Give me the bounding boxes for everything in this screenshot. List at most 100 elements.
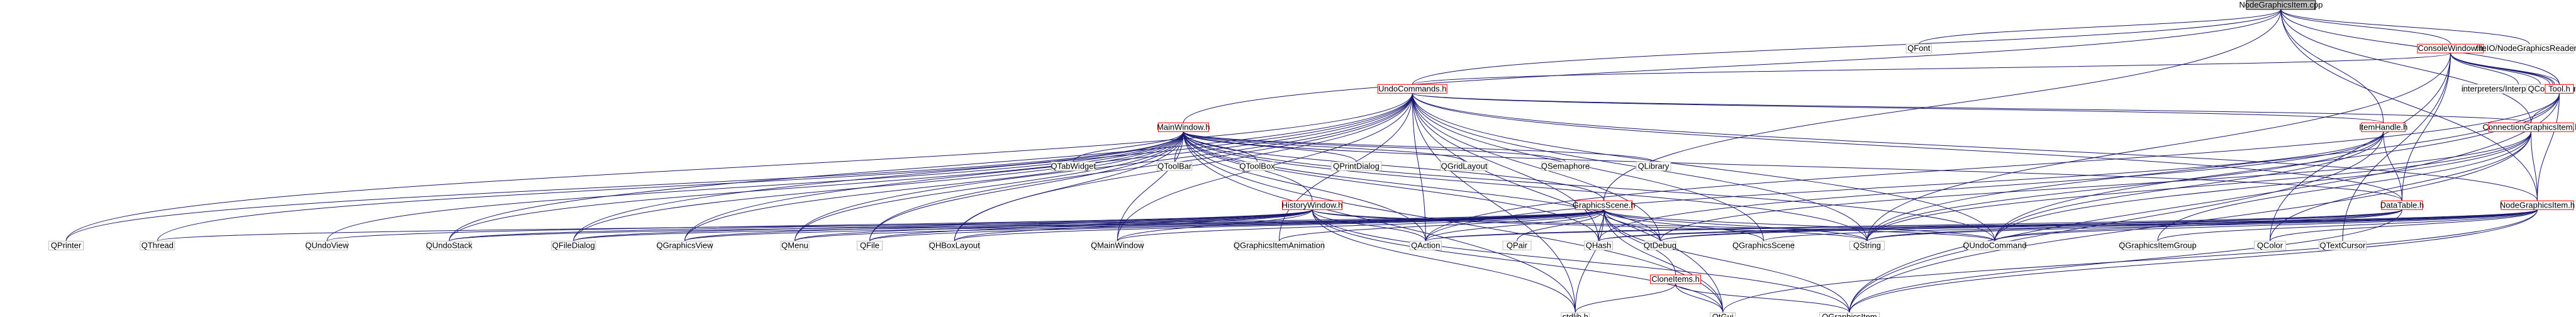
edge-undo-to-nodegi <box>1412 93 2538 201</box>
node-qstring: QString <box>1849 240 1885 250</box>
edge-root-to-console <box>2280 9 2451 45</box>
edge-history-to-qstring <box>1312 209 1868 242</box>
node-box <box>928 240 980 250</box>
edge-undo-to-qfiledialog <box>573 93 1413 242</box>
node-box <box>2246 0 2316 10</box>
node-console[interactable]: ConsoleWindow.h <box>2417 43 2484 53</box>
node-box <box>1644 240 1676 250</box>
edge-tool-to-qstring <box>1866 93 2560 242</box>
node-mainwin[interactable]: MainWindow.h <box>1157 122 1210 132</box>
edge-undo-to-qfile <box>869 93 1413 242</box>
node-box <box>306 240 348 250</box>
node-label: ConnectionGraphicsItem.h <box>2483 122 2576 131</box>
node-itemhandle[interactable]: ItemHandle.h <box>2359 122 2407 132</box>
edge-history-to-qtgui <box>1312 209 1724 313</box>
edge-gscene-to-stdlib <box>1575 209 1605 313</box>
edge-console-to-undo <box>1412 52 2451 85</box>
edge-layer <box>65 9 2560 313</box>
node-label: QGraphicsItemAnimation <box>1234 240 1325 250</box>
node-qfiledialog: QFileDialog <box>551 240 596 250</box>
node-box <box>1409 240 1442 250</box>
edge-root-to-conngi <box>2280 9 2531 123</box>
edge-mainwin-to-gscene <box>1183 131 1605 201</box>
node-qsemaphore: QSemaphore <box>1541 161 1590 171</box>
edge-conngi-to-nodegi <box>2531 131 2538 201</box>
node-qtoolbar: QToolBar <box>1157 161 1193 171</box>
node-box <box>657 240 712 250</box>
node-label: HistoryWindow.h <box>1282 200 1343 209</box>
edge-itemhandle-to-qundocommand <box>1994 131 2384 242</box>
edge-mainwin-to-qprinter <box>65 131 1184 242</box>
node-label: ConsoleWindow.h <box>2417 43 2483 53</box>
node-label: QPrintDialog <box>1333 161 1380 170</box>
edge-mainwin-to-datatable <box>1183 131 2402 201</box>
edge-undo-to-qundostack <box>449 93 1413 242</box>
node-label: QGraphicsScene <box>1732 240 1795 250</box>
edge-gscene-to-qundostack <box>449 209 1605 242</box>
node-box <box>48 240 84 250</box>
edge-undo-to-qtgui <box>1412 93 1724 313</box>
node-datatable[interactable]: DataTable.h <box>2380 200 2424 210</box>
edge-datatable-to-qstring <box>1866 209 2402 242</box>
edge-conngi-to-qstring <box>1866 131 2531 242</box>
node-qhbox: QHBoxLayout <box>928 240 980 250</box>
edge-mainwin-to-qtabwidget <box>1073 131 1184 162</box>
node-label: QString <box>1853 240 1881 250</box>
edge-nodegi-to-qgigroup <box>2157 209 2538 242</box>
edge-itemhandle-to-qhash <box>1598 131 2384 242</box>
edge-gscene-to-qmainwindow <box>1117 209 1605 242</box>
node-qdebug: QtDebug <box>1644 240 1676 250</box>
edge-datatable-to-qaction <box>1425 209 2402 242</box>
node-qundostack: QUndoStack <box>426 240 472 250</box>
edge-root-to-nodegi <box>2280 9 2538 201</box>
node-qaction: QAction <box>1409 240 1442 250</box>
edge-gscene-to-qaction <box>1425 209 1605 242</box>
node-label: QTabWidget <box>1051 161 1096 170</box>
node-clone[interactable]: CloneItems.h <box>1650 274 1701 284</box>
edge-conngi-to-qundocommand <box>1994 131 2531 242</box>
edge-history-to-qgraphicsitem <box>1312 209 1850 313</box>
node-box <box>1849 240 1885 250</box>
edge-mainwin-to-qundoview <box>326 131 1184 242</box>
node-label: QHash <box>1586 240 1611 250</box>
node-box <box>1561 312 1590 317</box>
node-label: Tool.h <box>2548 84 2570 93</box>
node-label: CloneItems.h <box>1651 274 1700 284</box>
node-box <box>1091 240 1143 250</box>
edge-gscene-to-qstring <box>1603 209 1868 242</box>
edge-mainwin-to-qthread <box>157 131 1184 242</box>
node-qundocommand: QUndoCommand <box>1963 240 2027 250</box>
node-gscene[interactable]: GraphicsScene.h <box>1573 200 1636 210</box>
edge-gscene-to-qfiledialog <box>573 209 1605 242</box>
node-label: QGraphicsItemGroup <box>2119 240 2197 250</box>
node-box <box>2361 122 2406 132</box>
node-label: QLibrary <box>1638 161 1670 170</box>
edge-mainwin-to-qmenu <box>795 131 1184 242</box>
node-nodegi[interactable]: NodeGraphicsItem.h <box>2500 200 2575 210</box>
node-qtoolbox: QToolBox <box>1239 161 1275 171</box>
node-history[interactable]: HistoryWindow.h <box>1282 200 1343 210</box>
node-label: QHBoxLayout <box>929 240 980 250</box>
node-tool[interactable]: Tool.h <box>2545 84 2574 94</box>
edge-tool-to-qundocommand <box>1994 93 2560 242</box>
edge-undo-to-qprinter <box>65 93 1413 242</box>
node-undo[interactable]: UndoCommands.h <box>1377 84 1447 94</box>
node-box <box>2488 122 2574 132</box>
node-label: DataTable.h <box>2380 200 2424 209</box>
node-label: QUndoCommand <box>1963 240 2026 250</box>
node-box <box>1965 240 2025 250</box>
edge-history-to-qmenu <box>795 209 1313 242</box>
node-qgigroup: QGraphicsItemGroup <box>2119 240 2197 250</box>
edge-gscene-to-clone <box>1603 209 1676 275</box>
edge-conngi-to-qdebug <box>1659 131 2531 242</box>
edge-itemhandle-to-qstring <box>1866 131 2384 242</box>
edge-console-to-syntax <box>2450 53 2541 85</box>
edge-gscene-to-qundocommand <box>1603 209 1995 242</box>
node-box <box>1710 312 1736 317</box>
node-conngi[interactable]: ConnectionGraphicsItem.h <box>2483 122 2576 132</box>
edge-console-to-qtextcursor <box>2342 53 2451 242</box>
edge-gscene-to-qmenu <box>795 209 1605 242</box>
node-qtgui: QtGui <box>1710 312 1736 317</box>
node-qmenu: QMenu <box>780 240 810 250</box>
node-box <box>2485 43 2574 53</box>
